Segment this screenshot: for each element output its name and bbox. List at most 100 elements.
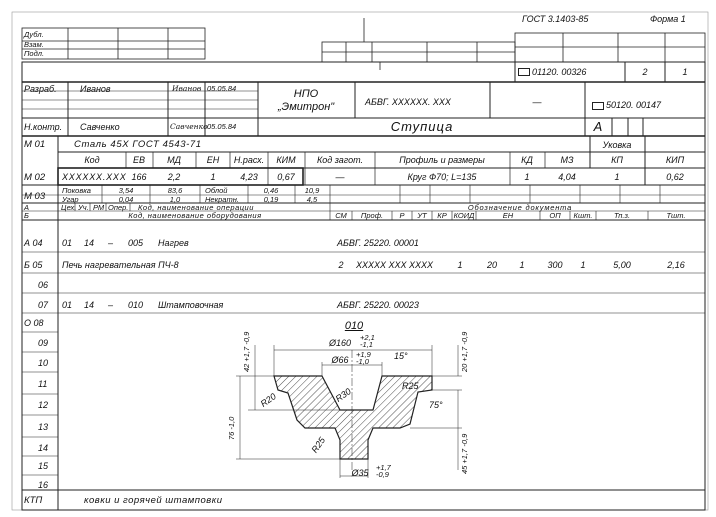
sheet-number: 1 bbox=[682, 67, 688, 77]
developer-role: Разраб. bbox=[24, 84, 57, 94]
row-label-09: 09 bbox=[38, 338, 49, 348]
value-en: 1 bbox=[210, 172, 216, 182]
developer-date: 05.05.84 bbox=[207, 84, 237, 93]
header-md: МД bbox=[167, 155, 181, 165]
eq-tsht: 2,16 bbox=[667, 260, 685, 270]
header-kod-zagot: Код загот. bbox=[316, 155, 364, 165]
header-rm: РМ bbox=[93, 203, 105, 212]
letter: А bbox=[593, 119, 603, 134]
stub-vzam: Взам. bbox=[24, 40, 44, 49]
part-code: АБВГ. XXXXXX. XXX bbox=[365, 97, 451, 107]
doc-code2-box bbox=[592, 102, 604, 110]
row-label-b05: Б 05 bbox=[24, 260, 43, 270]
dim-d160: Ø160 bbox=[328, 338, 352, 348]
header-profile: Профиль и размеры bbox=[399, 155, 485, 165]
eq-koid: 1 bbox=[457, 260, 463, 270]
header-kr: КР bbox=[437, 211, 447, 220]
row-label-12: 12 bbox=[38, 400, 49, 410]
op2-name: Штамповочная bbox=[158, 300, 224, 310]
dim-h20: 20 +1,7 -0,9 bbox=[460, 331, 469, 372]
form-number: Форма 1 bbox=[650, 14, 686, 24]
op1-oper: 005 bbox=[128, 238, 144, 248]
header-kim: КИМ bbox=[276, 155, 296, 165]
row-label-a: А bbox=[24, 203, 30, 212]
eq-prof: XXXXX XXX XXXX bbox=[356, 260, 434, 270]
pokovka-v2: 83,6 bbox=[167, 186, 183, 195]
header-uch: Уч. bbox=[78, 203, 89, 212]
row-label-14: 14 bbox=[38, 443, 49, 453]
control-role: Н.контр. bbox=[24, 122, 63, 132]
header-equipment: Код, наименование оборудования bbox=[128, 211, 262, 220]
equipment-name: Печь нагревательная ПЧ-8 bbox=[62, 260, 179, 270]
eq-sm: 2 bbox=[338, 260, 344, 270]
doc-code-box bbox=[518, 68, 530, 76]
row-label-13: 13 bbox=[38, 422, 49, 432]
header-kst: Кшт. bbox=[573, 211, 593, 220]
row-label-06: 06 bbox=[38, 280, 49, 290]
sheets-total: 2 bbox=[642, 67, 648, 77]
op2-oper: 010 bbox=[128, 300, 144, 310]
footer-label: КТП bbox=[24, 495, 43, 506]
value-md: 2,2 bbox=[167, 172, 181, 182]
nekratn-value: 0,19 bbox=[263, 195, 279, 204]
footer-text: ковки и горячей штамповки bbox=[84, 495, 223, 506]
eq-tpz: 5,00 bbox=[613, 260, 631, 270]
row-label-m03: М 03 bbox=[24, 191, 46, 202]
eq-en2: 1 bbox=[519, 260, 525, 270]
eq-en: 20 bbox=[486, 260, 498, 270]
dim-angle75: 75° bbox=[429, 400, 443, 410]
header-kp: КП bbox=[611, 155, 623, 165]
value-kd: 1 bbox=[524, 172, 530, 182]
op1-name: Нагрев bbox=[158, 238, 189, 248]
ugar-v1: 0,04 bbox=[118, 195, 134, 204]
row-label-07: 07 bbox=[38, 300, 49, 310]
pokovka-label: Поковка bbox=[62, 186, 91, 195]
ugar-label: Угар bbox=[62, 195, 79, 204]
header-operation-name: Код, наименование операции bbox=[138, 203, 254, 212]
pokovka-v3: 10,9 bbox=[304, 186, 320, 195]
dim-angle15: 15° bbox=[394, 351, 408, 361]
op1-doc: АБВГ. 25220. 00001 bbox=[337, 238, 419, 248]
control-date: 05.05.84 bbox=[207, 122, 237, 131]
dim-d160-tol-lower: -1,1 bbox=[360, 340, 373, 349]
header-tsht: Тшт. bbox=[666, 211, 686, 220]
value-kp: 1 bbox=[614, 172, 620, 182]
row-label-08: О 08 bbox=[24, 318, 44, 328]
header-kd: КД bbox=[521, 155, 533, 165]
dim-h45: 45 +1,7 -0,9 bbox=[460, 433, 469, 474]
op2-doc: АБВГ. 25220. 00023 bbox=[337, 300, 419, 310]
part-cross-section bbox=[236, 345, 462, 478]
doc-code: 01120. 00326 bbox=[532, 67, 587, 77]
doc-code2: 50120. 00147 bbox=[606, 100, 662, 110]
op1-uch: 14 bbox=[84, 238, 95, 248]
row-label-m01: М 01 bbox=[24, 139, 46, 150]
row-label-10: 10 bbox=[38, 358, 49, 368]
header-r: Р bbox=[399, 211, 405, 220]
value-ev: 166 bbox=[131, 172, 147, 182]
op2-rm: – bbox=[108, 300, 114, 310]
value-kim: 0,67 bbox=[277, 172, 295, 182]
control-name: Савченко bbox=[80, 122, 120, 132]
row-label-a04: А 04 bbox=[24, 238, 43, 248]
dim-r25-right: R25 bbox=[402, 381, 419, 391]
developer-name: Иванов bbox=[80, 84, 111, 94]
header-mz: МЗ bbox=[560, 155, 574, 165]
stub-podl: Подл. bbox=[24, 49, 45, 58]
header-document: Обозначение документа bbox=[467, 203, 573, 212]
organization-line2: „Эмитрон" bbox=[277, 101, 335, 113]
ugar-v2: 1,0 bbox=[169, 195, 181, 204]
op1-rm: – bbox=[108, 238, 114, 248]
part-name: Ступица bbox=[390, 119, 454, 134]
control-signature: Савченко bbox=[170, 122, 208, 131]
header-op: ОП bbox=[549, 211, 561, 220]
ukovka-label: Уковка bbox=[602, 140, 632, 150]
dim-d35-tol-upper: +1,7 bbox=[376, 463, 391, 472]
header-kod: Код bbox=[84, 155, 100, 165]
header-ceh: Цех. bbox=[61, 203, 77, 212]
header-ut: УТ bbox=[417, 211, 427, 220]
oblow-value: 0,46 bbox=[263, 186, 279, 195]
nekratn-label: Некратн. bbox=[205, 195, 239, 204]
organization-line1: НПО bbox=[293, 88, 319, 100]
